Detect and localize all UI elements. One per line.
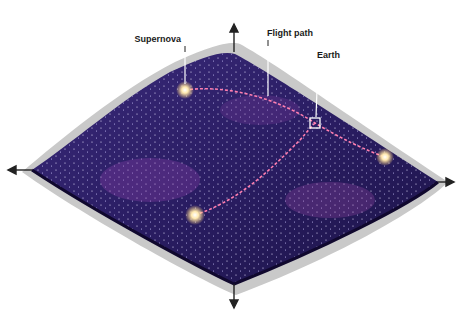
callout-label: Flight path bbox=[266, 28, 314, 39]
callout-label: Supernova bbox=[133, 34, 182, 45]
callout-label: Earth bbox=[316, 50, 341, 61]
